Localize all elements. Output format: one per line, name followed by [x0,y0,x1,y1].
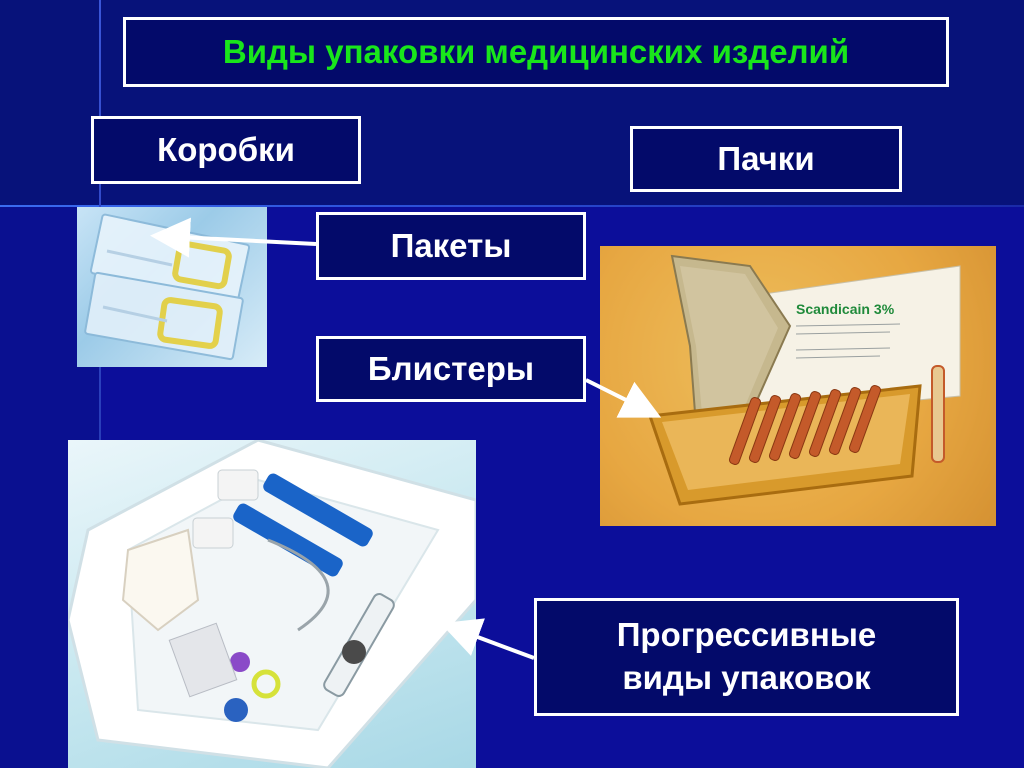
label-packs: Пачки [630,126,902,192]
label-progressive-line1: Прогрессивные [616,616,877,654]
bags-photo [77,207,267,367]
label-progressive-packaging: Прогрессивные виды упаковок [534,598,959,716]
background-divider-line [0,205,1024,207]
label-blisters: Блистеры [316,336,586,402]
label-progressive-line2: виды упаковок [622,659,871,696]
label-bags: Пакеты [316,212,586,280]
background-vertical-line [99,0,101,768]
label-boxes: Коробки [91,116,361,184]
tray-photo [68,440,476,768]
slide-title: Виды упаковки медицинских изделий [123,17,949,87]
